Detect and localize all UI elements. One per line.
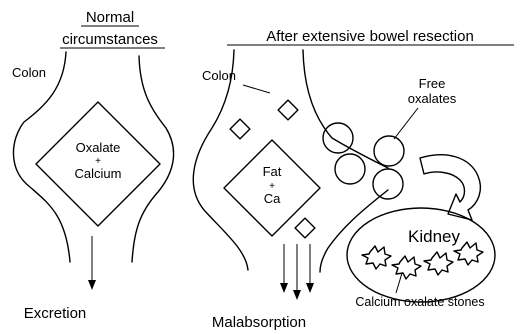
stone-icon: [392, 256, 421, 279]
malabsorption-arrow-head: [293, 290, 301, 300]
title-normal-line2: circumstances: [62, 31, 158, 48]
colon-label-left: Colon: [12, 65, 46, 80]
free-oxalate-circle: [374, 136, 404, 166]
ca-label: Ca: [264, 191, 281, 206]
malabsorption-label: Malabsorption: [212, 314, 306, 331]
oxalate-square: [230, 119, 250, 139]
stone-icon: [424, 252, 453, 275]
free-oxalate-circle: [373, 169, 403, 199]
fat-label: Fat: [263, 164, 282, 179]
stones-label: Calcium oxalate stones: [355, 295, 484, 309]
stones-pointer: [396, 273, 402, 293]
colon-outline-left-inner: [132, 56, 174, 262]
colon-outline-left: [13, 52, 70, 262]
colon-label-right: Colon: [202, 68, 236, 83]
malabsorption-arrow-head: [306, 283, 314, 293]
oxalate-square: [278, 100, 298, 120]
kidney-ellipse: [347, 208, 495, 302]
malabsorption-arrow-head: [280, 283, 288, 293]
oxalate-label: Oxalate: [76, 140, 121, 155]
stone-icon: [362, 246, 391, 269]
excretion-label: Excretion: [24, 305, 87, 322]
colon-outline-right: [193, 50, 248, 270]
free-oxalates-pointer: [394, 108, 418, 139]
excretion-arrow-head: [88, 280, 96, 290]
colon-pointer-right: [243, 85, 270, 93]
oxalate-square: [295, 218, 315, 238]
title-after: After extensive bowel resection: [266, 28, 474, 45]
free-oxalate-circle: [323, 123, 353, 153]
free-oxalates-label-line2: oxalates: [408, 91, 457, 106]
kidney-label: Kidney: [408, 227, 460, 246]
curved-arrow-icon: [420, 155, 480, 220]
colon-outline-right-lower: [320, 190, 388, 272]
calcium-label: Calcium: [75, 166, 122, 181]
free-oxalate-circle: [335, 154, 365, 184]
free-oxalates-label-line1: Free: [419, 76, 446, 91]
title-normal-line1: Normal: [86, 9, 134, 26]
